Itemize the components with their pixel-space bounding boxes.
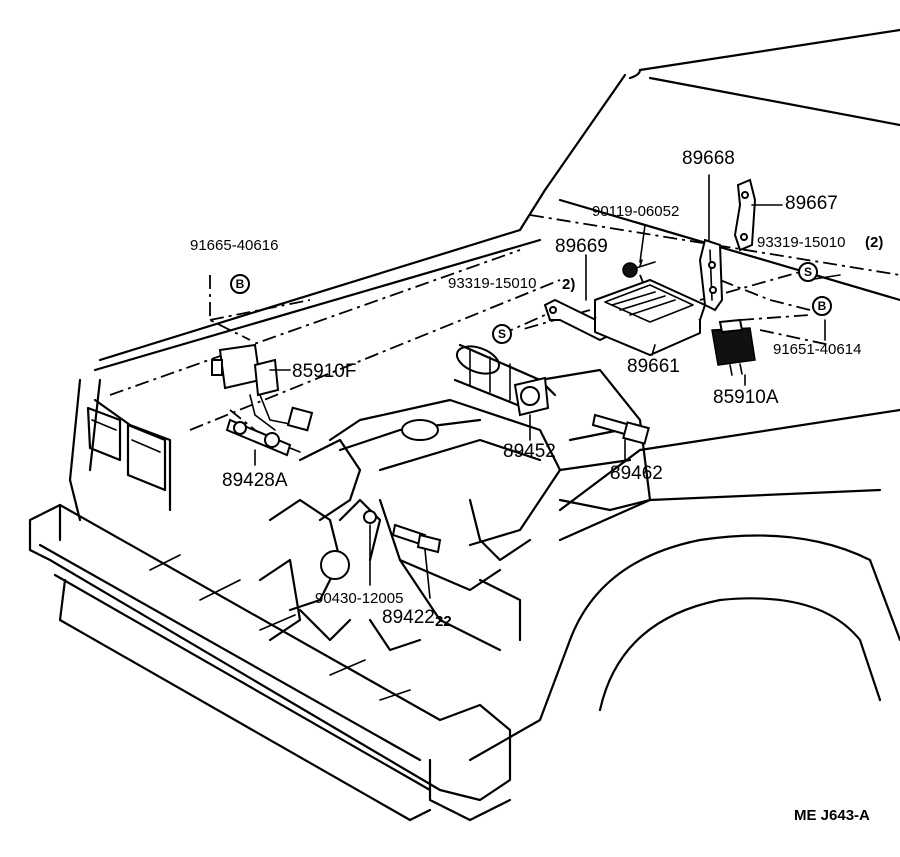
bracket-89668 [698, 238, 724, 312]
sensor-89428a [225, 418, 301, 457]
label-89422: 89422 [382, 607, 435, 628]
label-90430-12005: 90430-12005 [315, 590, 403, 607]
screw-symbol-s-left: S [492, 324, 512, 344]
label-89667: 89667 [785, 193, 838, 214]
label-89452: 89452 [503, 441, 556, 462]
ecu-89661 [594, 278, 707, 357]
sensor-89462 [591, 413, 650, 445]
label-93319-15010-left: 93319-15010 [448, 275, 536, 292]
label-89661: 89661 [627, 356, 680, 377]
bolt-symbol-b-right: B [812, 296, 832, 316]
label-85910a: 85910A [713, 387, 779, 408]
label-91665-40616: 91665-40616 [190, 237, 278, 254]
sensor-89452 [513, 376, 550, 417]
sensor-89422 [363, 510, 442, 554]
relay-85910a [711, 318, 756, 376]
label-89669: 89669 [555, 236, 608, 257]
label-qty-89422: 22 [435, 613, 452, 630]
vehicle-body-outline [28, 28, 900, 822]
svg-text:S: S [804, 265, 812, 279]
label-85910f: 85910F [292, 361, 356, 382]
svg-text:S: S [498, 327, 506, 341]
label-91651-40614: 91651-40614 [773, 341, 861, 358]
label-qty-right: (2) [865, 234, 883, 251]
screw-symbol-s-right: S [798, 262, 818, 282]
engine-block [258, 343, 652, 652]
svg-text:B: B [818, 299, 827, 313]
relay-85910f [211, 343, 314, 432]
label-89428a: 89428A [222, 470, 288, 491]
svg-text:B: B [236, 277, 245, 291]
label-93319-15010-right: 93319-15010 [757, 234, 845, 251]
diagram-code: ME J643-A [794, 807, 870, 824]
bolt-90119 [622, 259, 656, 278]
label-89462: 89462 [610, 463, 663, 484]
label-89668: 89668 [682, 148, 735, 169]
label-qty-left: 2) [562, 276, 575, 293]
bolt-symbol-b-left: B [230, 274, 250, 294]
bracket-89667 [733, 178, 757, 252]
label-90119-06052: 90119-06052 [592, 203, 679, 220]
